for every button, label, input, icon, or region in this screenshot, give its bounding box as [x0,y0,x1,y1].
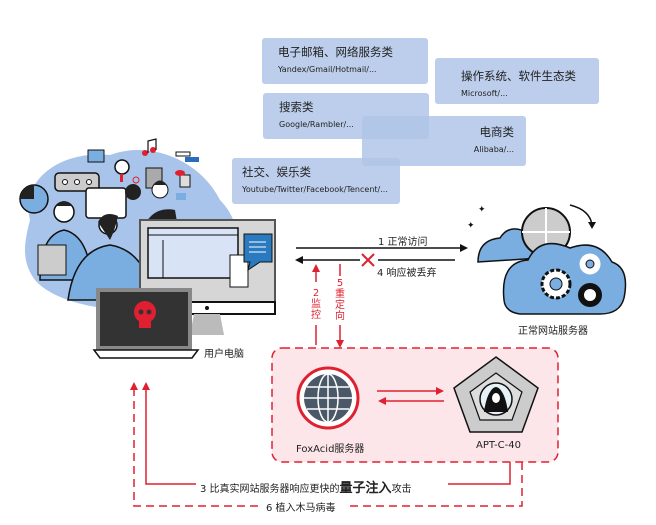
trojan-implant-path [130,382,523,507]
apt-label: APT-C-40 [476,440,521,451]
bubble-sub: Alibaba/... [473,145,514,154]
foxacid-label: FoxAcid服务器 [296,444,365,455]
step-5-label: 5重定向 [335,278,345,322]
quantum-injection-path [142,382,511,485]
step-1-label: 1 正常访问 [378,237,428,248]
cloud-server-graphic [477,204,627,315]
bubble-sub: Microsoft/... [461,89,508,98]
bubble-sub: Yandex/Gmail/Hotmail/... [278,65,377,74]
bubble-title: 操作系统、软件生态类 [461,69,576,83]
redirect-arrow [336,264,344,348]
bubble-email-services: 电子邮箱、网络服务类 Yandex/Gmail/Hotmail/... [262,38,428,84]
music-note-icon [142,138,157,156]
step-3-prefix: 3 比真实网站服务器响应更快的 [200,484,340,495]
step-3-emphasis: 量子注入 [339,481,392,496]
exchange-arrows [377,387,444,405]
bubble-sub: Youtube/Twitter/Facebook/Tencent/... [242,185,388,194]
chat-dots-icon [54,172,100,192]
folder-icon [87,149,105,163]
response-dropped-arrow [295,256,455,264]
normal-server-label: 正常网站服务器 [518,326,588,337]
bubble-title: 电子邮箱、网络服务类 [278,45,393,59]
user-pc-label: 用户电脑 [204,349,244,360]
bubble-os-software: 操作系统、软件生态类 Microsoft/... [435,58,599,104]
bubble-social-entertainment: 社交、娱乐类 Youtube/Twitter/Facebook/Tencent/… [232,158,400,204]
bubble-sub: Google/Rambler/... [279,120,354,129]
step-2-label: 2监控 [311,288,321,321]
infected-laptop-graphic [92,288,200,359]
skull-icon [134,301,156,328]
apt-hacker-icon [453,356,539,433]
bubble-title: 搜索类 [279,100,314,114]
step-3-label: 3 比真实网站服务器响应更快的量子注入攻击 [200,477,412,496]
magnifier-icon [114,159,130,182]
drop-x-icon [361,253,375,267]
bubble-title: 电商类 [479,125,515,139]
normal-access-arrow [296,244,468,252]
step-6-label: 6 植入木马病毒 [266,503,336,514]
bubble-ecommerce: 电商类 Alibaba/... [362,116,526,166]
pie-chart-icon [19,184,49,214]
bubble-title: 社交、娱乐类 [242,165,311,179]
bubble-search: 搜索类 Google/Rambler/... [263,93,429,139]
svg-text:✦: ✦ [467,221,475,231]
foxacid-globe-icon [296,366,360,430]
step-4-label: 4 响应被丢弃 [377,268,437,279]
svg-text:✦: ✦ [478,205,486,215]
step-3-suffix: 攻击 [391,484,412,495]
monitor-arrow [312,264,320,345]
